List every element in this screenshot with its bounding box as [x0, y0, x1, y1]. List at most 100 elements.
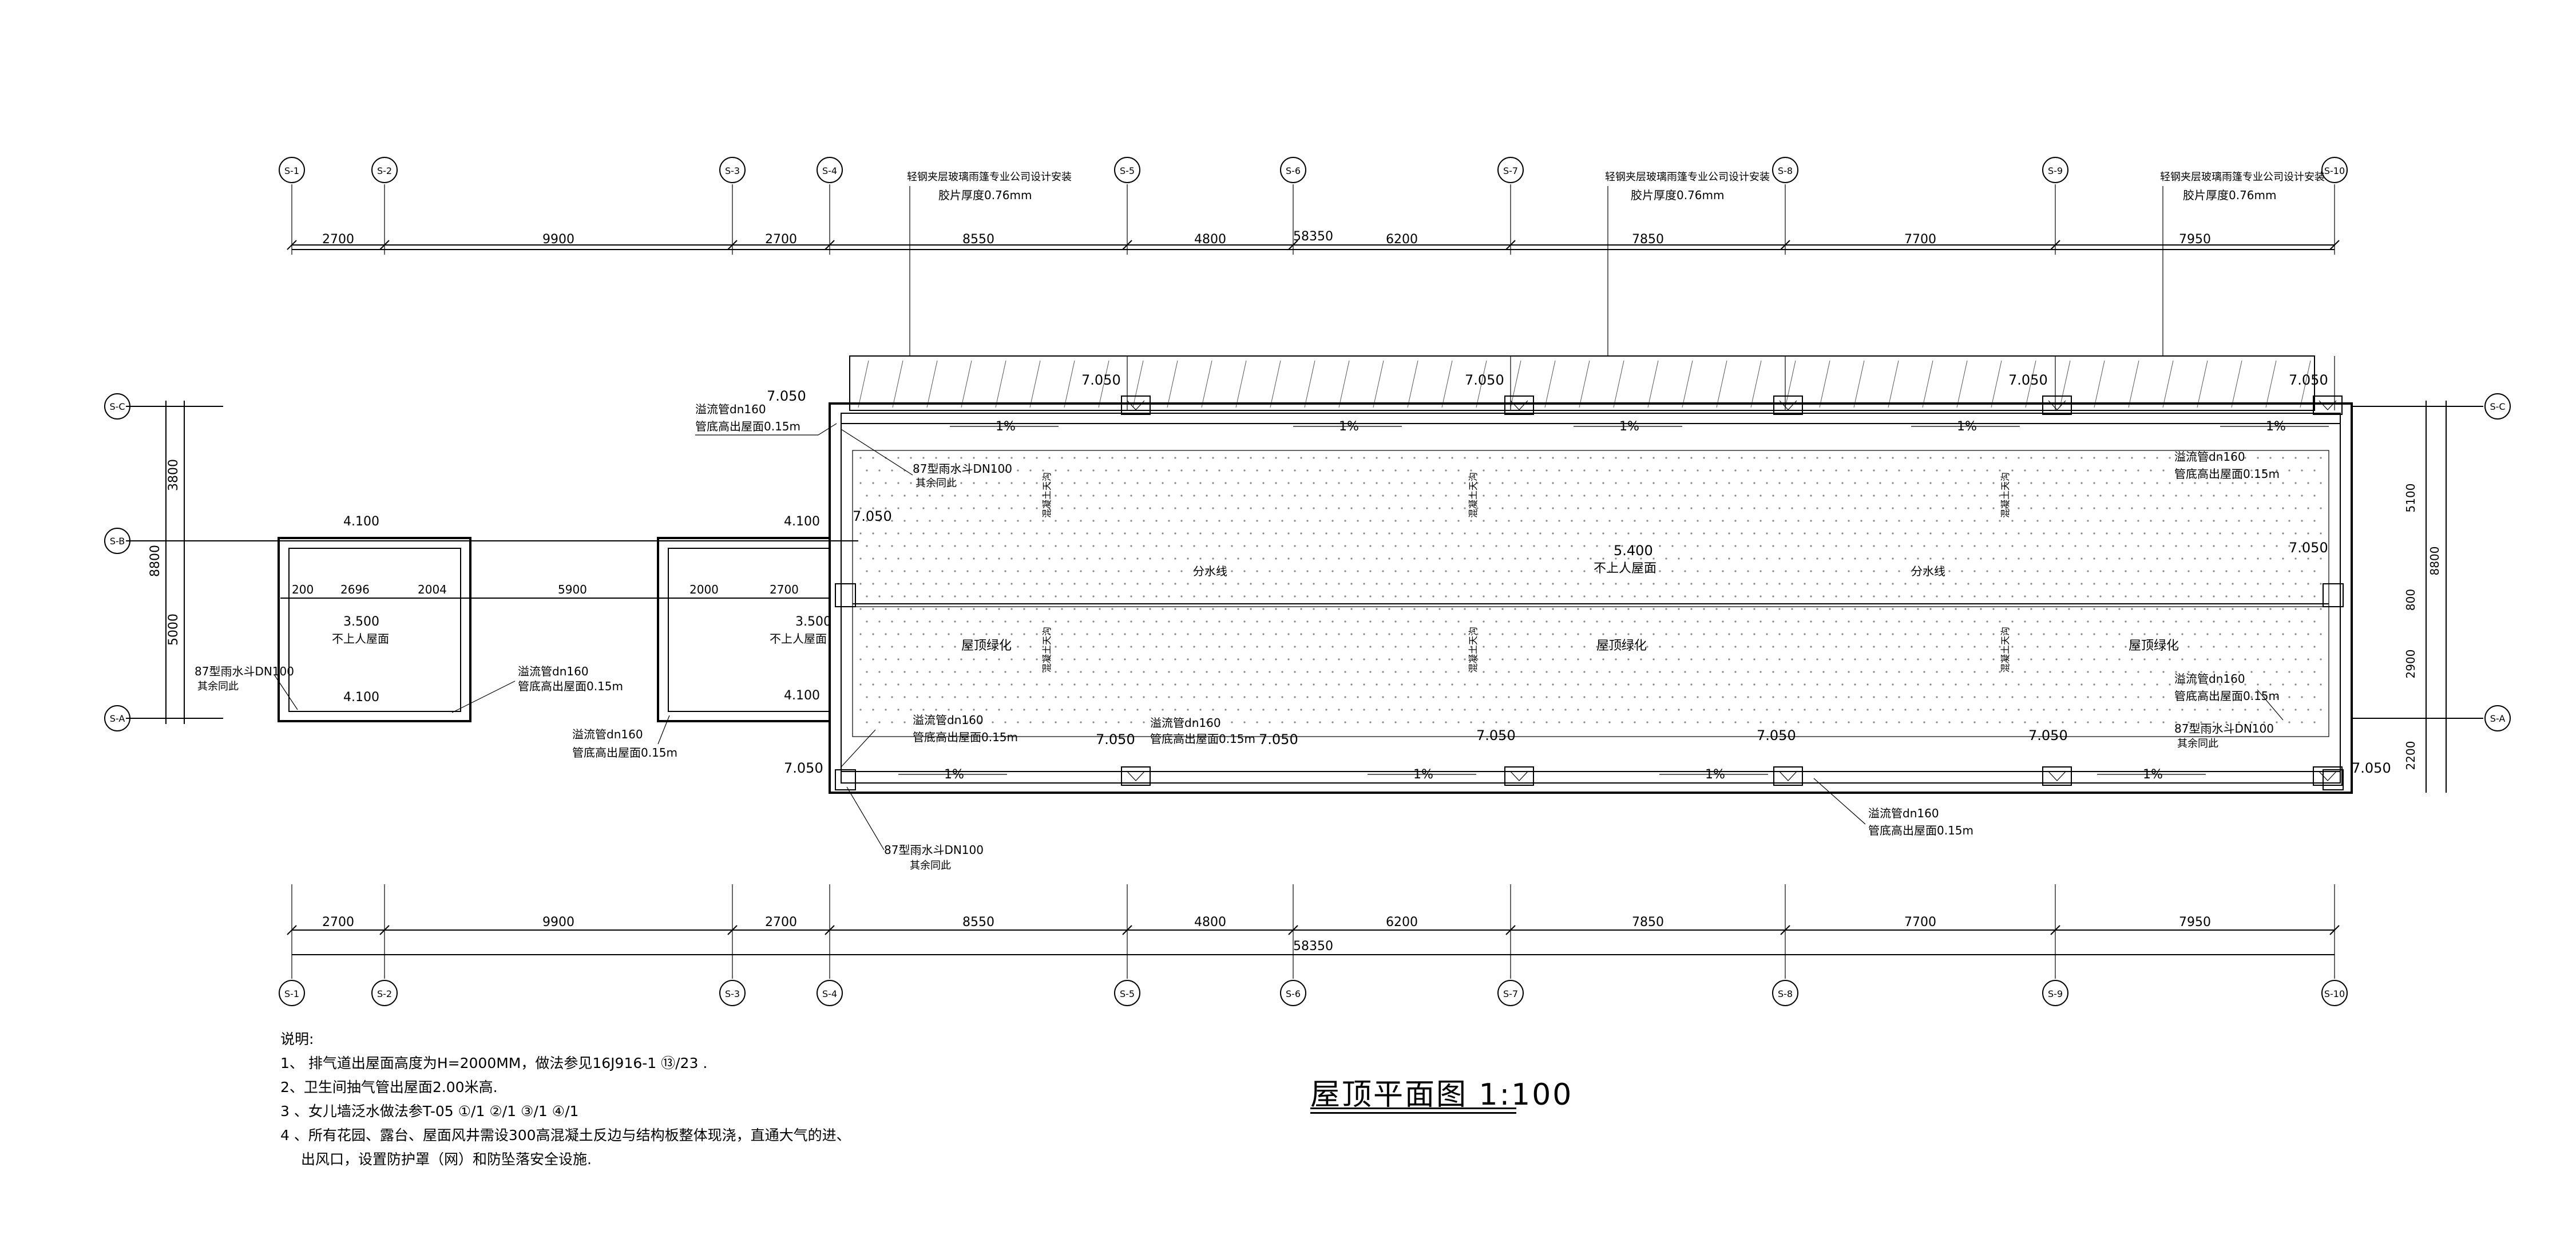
right-dim: 2900	[2404, 650, 2418, 679]
left-dim-a: 3800	[167, 459, 181, 491]
elev-4100-c: 4.100	[784, 515, 820, 529]
garden-label-2: 屋顶绿化	[1596, 639, 1647, 653]
canopy-note-2: 轻钢夹层玻璃雨篷专业公司设计安装 胶片厚度0.76mm	[1605, 171, 1770, 356]
axis-bubble-bottom	[2042, 980, 2068, 1006]
label-no-access-main: 不上人屋面	[1594, 561, 1656, 576]
side-axis-bubbles: S-CS-BS-AS-CS-A	[104, 393, 2511, 731]
gutter-label: 混凝土天沟	[1041, 627, 1052, 673]
elev-7050: 7.050	[1465, 372, 1504, 388]
svg-text:87型雨水斗DN100: 87型雨水斗DN100	[195, 664, 294, 678]
svg-text:溢流管dn160: 溢流管dn160	[2174, 450, 2245, 464]
svg-text:轻钢夹层玻璃雨篷专业公司设计安装: 轻钢夹层玻璃雨篷专业公司设计安装	[2160, 171, 2325, 183]
dim-2000: 2000	[689, 583, 719, 596]
axis-bubble-top	[1280, 157, 1306, 183]
side-axis-right: S-A	[2490, 713, 2506, 724]
side-axis-right: S-C	[2490, 401, 2505, 412]
svg-text:管底高出屋面0.15m: 管底高出屋面0.15m	[2174, 467, 2280, 481]
dim-top: 7850	[1632, 232, 1664, 247]
axis-bubble-top	[1772, 157, 1798, 183]
elevation-labels: 7.050 7.050 7.050 7.050 7.050 7.050 7.050 7.050…	[767, 372, 2391, 776]
label-no-access-mid: 不上人屋面	[770, 632, 827, 646]
overflow-note-right-bottom: 溢流管dn160 管底高出屋面0.15m	[2174, 672, 2284, 721]
dim-bottom: 2700	[765, 915, 797, 929]
drain-note-top-left: 87型雨水斗DN100 其余同此	[841, 429, 1012, 489]
elev-7050: 7.050	[1096, 731, 1135, 747]
elev-7050: 7.050	[853, 508, 892, 524]
drawing-title: 屋顶平面图 1:100	[1310, 1078, 1574, 1112]
elev-7050: 7.050	[2352, 760, 2391, 776]
axis-label-bottom: S-8	[1778, 988, 1793, 999]
title-underline-2	[1310, 1112, 1516, 1114]
axis-label-bottom: S-1	[284, 988, 299, 999]
dim-2696: 2696	[340, 583, 370, 596]
elev-7050: 7.050	[2289, 372, 2328, 388]
elev-7050: 7.050	[2008, 372, 2048, 388]
overflow-note-bottom-left: 溢流管dn160 管底高出屋面0.15m	[841, 713, 1018, 768]
elev-7050: 7.050	[784, 760, 823, 776]
elev-4100-a: 4.100	[343, 515, 379, 529]
gutter-label: 混凝土天沟	[2000, 627, 2011, 673]
axis-bubble-bottom	[1497, 980, 1524, 1006]
glass-canopy-hatch	[858, 356, 2335, 410]
axis-bubble-top	[719, 157, 746, 183]
svg-text:其余同此: 其余同此	[916, 477, 957, 489]
axis-label-top: S-10	[2324, 165, 2345, 176]
axis-label-top: S-9	[2048, 165, 2063, 176]
elev-7050: 7.050	[1757, 727, 1796, 743]
dim-bottom: 6200	[1386, 915, 1418, 929]
roof-drains	[835, 395, 2344, 790]
svg-text:其余同此: 其余同此	[2177, 738, 2218, 750]
dim-top: 7950	[2179, 232, 2211, 247]
dim-top: 7700	[1904, 232, 1936, 247]
svg-text:溢流管dn160: 溢流管dn160	[572, 727, 643, 741]
drain-note-right-bottom: 87型雨水斗DN100 其余同此	[2174, 722, 2274, 750]
axis-label-bottom: S-6	[1286, 988, 1301, 999]
elev-5400: 5.400	[1614, 543, 1653, 559]
overall-dim-bottom: 58350	[1293, 939, 1333, 954]
axis-label-bottom: S-5	[1120, 988, 1135, 999]
right-dim-overall: 8800	[2428, 547, 2442, 576]
axis-label-top: S-7	[1503, 165, 1518, 176]
axis-label-bottom: S-9	[2048, 988, 2063, 999]
axis-label-bottom: S-7	[1503, 988, 1518, 999]
dim-top: 8550	[962, 232, 994, 247]
axis-bubble-top	[279, 157, 305, 183]
side-axis-left: S-A	[110, 713, 125, 724]
axis-label-bottom: S-2	[377, 988, 392, 999]
dim-top: 2700	[322, 232, 354, 247]
left-stair-roof	[278, 537, 471, 722]
dim-200-left: 200	[292, 583, 314, 596]
overflow-note-left-roof: 溢流管dn160 管底高出屋面0.15m	[451, 664, 623, 713]
axis-bubble-bottom	[2321, 980, 2348, 1006]
gutter-labels: 混凝土天沟混凝土天沟混凝土天沟混凝土天沟混凝土天沟混凝土天沟	[1041, 472, 2011, 673]
slope-labels: 1%1%1%1%1%1%1%1%1%	[898, 420, 2329, 782]
elev-7050: 7.050	[767, 388, 806, 404]
axis-label-top: S-2	[377, 165, 392, 176]
elev-7050: 7.050	[2289, 540, 2328, 556]
dim-2700: 2700	[770, 583, 799, 596]
axis-label-top: S-4	[822, 165, 837, 176]
svg-text:胶片厚度0.76mm: 胶片厚度0.76mm	[1631, 188, 1725, 202]
title-underline	[1310, 1107, 1516, 1109]
axis-label-top: S-1	[284, 165, 299, 176]
dim-bottom: 7850	[1632, 915, 1664, 929]
right-dim: 2200	[2404, 741, 2418, 770]
svg-text:管底高出屋面0.15m: 管底高出屋面0.15m	[695, 420, 800, 433]
elev-4100-b: 4.100	[343, 690, 379, 705]
drain-note-bottom-left: 87型雨水斗DN100 其余同此	[846, 786, 984, 872]
gutter-label: 混凝土天沟	[1468, 472, 1479, 518]
notes-heading: 说明:	[280, 1031, 314, 1047]
dim-bottom: 7950	[2179, 915, 2211, 929]
svg-text:溢流管dn160: 溢流管dn160	[1150, 716, 1221, 730]
garden-label-1: 屋顶绿化	[961, 639, 1012, 653]
garden-dot-pattern	[859, 457, 2322, 723]
overflow-note-mid-roof: 溢流管dn160 管底高出屋面0.15m	[572, 715, 677, 760]
axis-bubble-top	[371, 157, 398, 183]
note-5: 出风口，设置防护罩（网）和防坠落安全设施.	[301, 1151, 592, 1168]
svg-text:管底高出屋面0.15m: 管底高出屋面0.15m	[913, 730, 1018, 744]
axis-bubble-bottom	[371, 980, 398, 1006]
svg-text:管底高出屋面0.15m: 管底高出屋面0.15m	[1868, 824, 1973, 837]
